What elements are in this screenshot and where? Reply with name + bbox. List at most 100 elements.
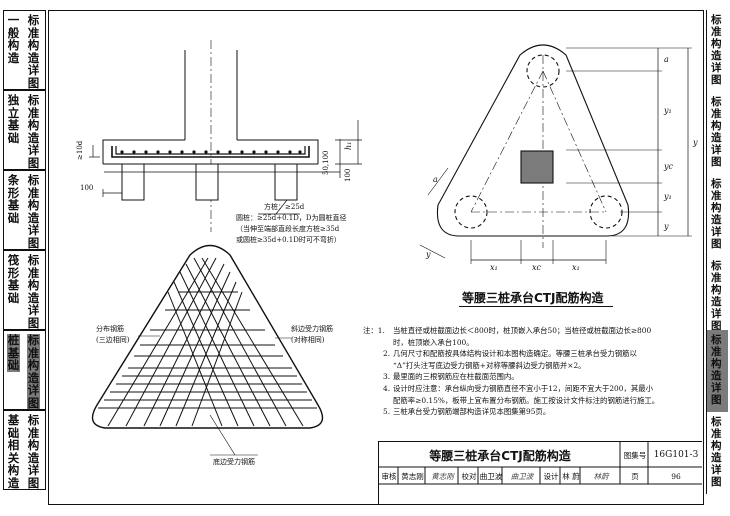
left-tab-label: 条形基础 [7, 173, 20, 225]
rebar-dots [120, 150, 302, 154]
plan-view [419, 44, 692, 264]
label-yc: yc [664, 162, 673, 171]
left-tab-sub: 标准构造详图 [27, 413, 40, 490]
label-diagonal-sub: (对称相同) [291, 336, 325, 344]
note-line: 5.三桩承台受力钢筋端部构造详见本图集第95页。 [363, 406, 703, 418]
label-y1-top: y₁ [664, 106, 672, 115]
drawing-frame [48, 10, 704, 505]
label-h1: h₁ [344, 141, 353, 150]
left-tab-5[interactable]: 桩基础标准构造详图 [3, 330, 46, 410]
label-10d: ≥10d [76, 140, 84, 160]
left-tab-sub: 标准构造详图 [27, 253, 40, 330]
rebar-triangle [91, 244, 324, 456]
check-label: 校对 [461, 472, 477, 481]
label-100-right: 100 [344, 168, 352, 182]
reviewer-name: 黄志刚 [401, 472, 424, 481]
right-tab-label: 标准构造详图 [711, 14, 722, 86]
label-bottom: 底边受力钢筋 [213, 458, 255, 466]
note-number: 2. [383, 349, 391, 359]
label-xc: xc [532, 263, 541, 272]
right-tab-label: 标准构造详图 [711, 260, 722, 332]
note-line: 3.最里面的三根钢筋应在柱截面范围内。 [363, 371, 703, 383]
note-text: 几何尺寸和配筋按具体结构设计和本图构造确定。等腰三桩承台受力钢筋以 [393, 349, 637, 359]
right-tab-1[interactable]: 标准构造详图 [706, 10, 728, 92]
section-note-1: 方桩：≥25d [264, 203, 305, 211]
section-note-4: 或圆桩≥35d+0.1D时可不弯折） [236, 236, 341, 244]
review-label: 审核 [381, 472, 397, 481]
right-tab-4[interactable]: 标准构造详图 [706, 256, 728, 338]
plan-title-underline [459, 306, 613, 307]
label-x1-right: x₁ [572, 263, 580, 272]
title-block: 等腰三桩承台CTJ配筋构造 图集号 16G101-3 审核 黄志刚 黄志刚 校对… [378, 441, 702, 504]
drawing-title: 等腰三桩承台CTJ配筋构造 [429, 448, 571, 463]
note-line: 4.设计时应注意：承台纵向受力钢筋直径不宜小于12，间距不宜大于200，其最小 [363, 383, 703, 395]
label-y-small: y [664, 222, 669, 231]
label-y1-bot: y₁ [664, 192, 672, 201]
right-tab-3[interactable]: 标准构造详图 [706, 174, 728, 256]
left-tab-sub: 标准构造详图 [27, 93, 40, 170]
note-line: 时，桩顶嵌入承台100。 [363, 337, 703, 349]
note-text: 配筋率≥0.15%，板带上宜布置分布钢筋。施工按设计文件标注的钢筋进行施工。 [393, 395, 660, 405]
label-distribution: 分布钢筋 [96, 325, 124, 333]
label-x1-left: x₁ [490, 263, 498, 272]
right-tab-label: 标准构造详图 [711, 334, 722, 406]
section-note-2: 圆桩：≥25d+0.1D，D为圆桩直径 [236, 214, 347, 222]
label-a-left: a [433, 175, 438, 184]
note-text: 三桩承台受力钢筋端部构造详见本图集第95页。 [393, 407, 551, 417]
left-tab-1[interactable]: 一般构造标准构造详图 [3, 10, 46, 90]
note-line: 配筋率≥0.15%，板带上宜布置分布钢筋。施工按设计文件标注的钢筋进行施工。 [363, 395, 703, 407]
plan-title: 等腰三桩承台CTJ配筋构造 [462, 291, 604, 305]
checker-signature: 曲卫波 [510, 472, 534, 481]
left-tab-label: 一般构造 [7, 13, 20, 65]
design-label: 设计 [543, 472, 559, 481]
label-distribution-sub: (三边相同) [96, 336, 130, 344]
designer-name: 林 蔚 [562, 472, 580, 481]
left-tab-sub: 标准构造详图 [27, 333, 40, 410]
left-tab-2[interactable]: 独立基础标准构造详图 [3, 90, 46, 170]
label-y: y [693, 138, 698, 147]
atlas-number: 16G101-3 [653, 450, 699, 460]
label-y-left: y [426, 250, 431, 259]
note-text: 当桩直径或桩截面边长＜800时，桩顶嵌入承台50；当桩径或桩截面边长≥800 [393, 326, 652, 335]
note-text: 设计时应注意：承台纵向受力钢筋直径不宜小于12，间距不宜大于200，其最小 [393, 383, 654, 393]
note-number: 注：1. [363, 326, 385, 335]
note-number: 3. [383, 372, 391, 382]
label-100-left: 100 [80, 184, 94, 192]
note-text: “Δ”打头注写底边受力钢筋+对称等腰斜边受力钢筋并×2。 [393, 360, 586, 370]
right-tab-label: 标准构造详图 [711, 416, 722, 488]
note-line: 2.几何尺寸和配筋按具体结构设计和本图构造确定。等腰三桩承台受力钢筋以 [363, 348, 703, 360]
note-number: 5. [383, 407, 391, 417]
right-tab-5[interactable]: 标准构造详图 [706, 330, 728, 412]
note-number: 4. [383, 383, 391, 393]
left-tab-sub: 标准构造详图 [27, 173, 40, 250]
note-line: “Δ”打头注写底边受力钢筋+对称等腰斜边受力钢筋并×2。 [363, 360, 703, 372]
section-note-3: （当伸至端部直段长度方桩≥35d [236, 225, 340, 233]
note-text: 时，桩顶嵌入承台100。 [393, 337, 474, 347]
left-tab-6[interactable]: 基础相关构造标准构造详图 [3, 410, 46, 490]
label-a-top: a [664, 55, 669, 64]
right-tab-label: 标准构造详图 [711, 96, 722, 168]
left-tab-3[interactable]: 条形基础标准构造详图 [3, 170, 46, 250]
atlas-label: 图集号 [623, 450, 647, 460]
label-diagonal: 斜边受力钢筋 [291, 325, 333, 333]
left-tab-sub: 标准构造详图 [27, 13, 40, 90]
right-tab-6[interactable]: 标准构造详图 [706, 412, 728, 494]
left-tab-label: 筏形基础 [7, 253, 20, 305]
left-tab-4[interactable]: 筏形基础标准构造详图 [3, 250, 46, 330]
page-label: 页 [631, 472, 639, 481]
right-tab-label: 标准构造详图 [711, 178, 722, 250]
page-number: 96 [671, 472, 681, 481]
left-tab-label: 桩基础 [7, 333, 20, 372]
label-50-100: 50,100 [322, 150, 330, 176]
designer-signature: 林蔚 [593, 472, 609, 481]
reviewer-signature: 黄志刚 [431, 472, 454, 481]
title-block-lines [378, 441, 702, 485]
checker-name: 曲卫波 [479, 472, 503, 481]
right-tab-2[interactable]: 标准构造详图 [706, 92, 728, 174]
left-tab-label: 独立基础 [7, 93, 20, 145]
notes-block: 注：1. 当桩直径或桩截面边长＜800时，桩顶嵌入承台50；当桩径或桩截面边长≥8… [363, 325, 703, 418]
left-tab-label: 基础相关构造 [7, 413, 20, 490]
note-line: 注：1. 当桩直径或桩截面边长＜800时，桩顶嵌入承台50；当桩径或桩截面边长≥8… [363, 325, 703, 337]
